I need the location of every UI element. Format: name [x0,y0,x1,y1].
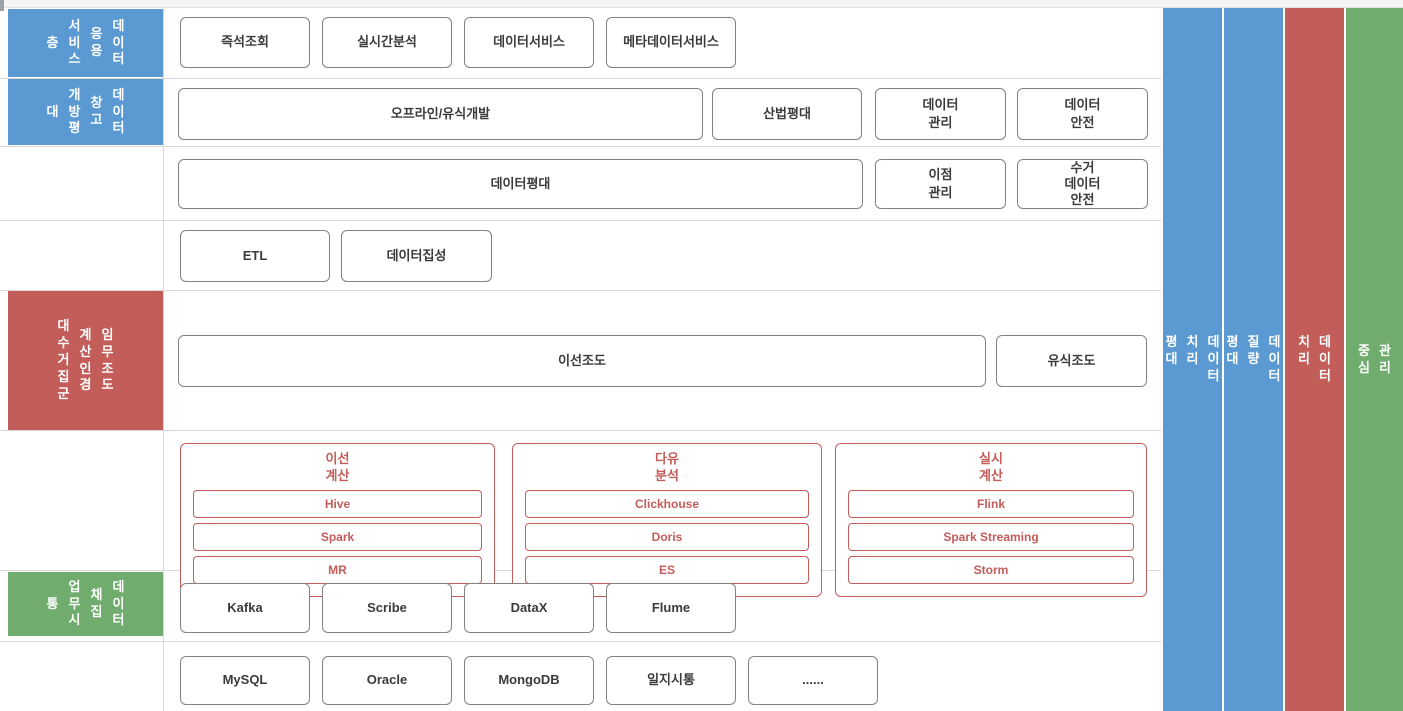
vertical-text-column: 창고 [90,95,103,127]
vertical-text-column: 층 [46,34,59,50]
node-instant-query: 즉석조회 [180,17,310,68]
row-label-data-warehouse-open-platform: 대 개방평 창고 데이터 [8,79,163,145]
row-divider [0,146,1161,147]
vertical-text: 치리 데이터 [1297,334,1332,385]
vertical-text-column: 통 [46,595,59,611]
vertical-text-column: 채집 [90,587,103,619]
node-more-sources: ...... [748,656,878,705]
node-oracle: Oracle [322,656,452,705]
vertical-text-column: 평대 [1165,334,1178,367]
node-advantage-management: 이점 관리 [875,159,1006,209]
node-realtime-analysis: 실시간분석 [322,17,452,68]
vertical-text-column: 대 [46,103,59,119]
node-offline-scheduling: 이선조도 [178,335,986,387]
row-divider [0,430,1161,431]
node-data-service: 데이터서비스 [464,17,594,68]
vertical-text: 평대 치리 데이터 [1165,334,1221,385]
vertical-text-column: 개방평 [68,86,81,136]
vertical-text-column: 임무조도 [101,326,114,393]
node-data-integration: 데이터집성 [341,230,492,282]
row-label-task-scheduling-compute-engine-cluster: 대수거집군 계산인경 임무조도 [8,291,163,430]
vertical-text: 중심 관리 [1357,343,1392,377]
node-log-system: 일지시통 [606,656,736,705]
row-divider [0,290,1161,291]
engine-storm: Storm [848,555,1134,584]
vertical-text: 평대 질량 데이터 [1226,334,1282,385]
engine-hive: Hive [193,489,482,518]
node-data-security: 데이터 안전 [1017,88,1148,140]
vertical-text-column: 데이터 [1207,334,1220,383]
engine-es: ES [525,555,809,584]
node-datax: DataX [464,583,594,633]
vertical-text-column: 데이터 [112,17,125,67]
row-divider [0,220,1161,221]
label-column-divider [163,8,164,711]
group-realtime-compute: 실시 계산 Flink Spark Streaming Storm [835,443,1147,597]
side-bar-data-processing: 치리 데이터 [1285,8,1344,711]
node-mongodb: MongoDB [464,656,594,705]
engine-spark: Spark [193,522,482,551]
side-bar-data-governance-platform: 평대 치리 데이터 [1163,8,1222,711]
vertical-text-column: 응용 [90,26,103,58]
node-offline-stream-development: 오프라인/유식개발 [178,88,703,140]
vertical-text-column: 중심 [1358,342,1370,375]
engine-mr: MR [193,555,482,584]
vertical-text-column: 대수거집군 [57,318,70,401]
row-label-data-application-service-layer: 층 서비스 응용 데이터 [8,9,163,77]
group-multidimensional-analysis: 다유 분석 Clickhouse Doris ES [512,443,822,597]
vertical-text-column: 서비스 [68,17,81,67]
vertical-text-column: 업무시 [68,578,81,628]
node-data-management: 데이터 관리 [875,88,1006,140]
vertical-text-column: 치리 [1186,334,1199,367]
node-metadata-service: 메타데이터서비스 [606,17,736,68]
vertical-text-column: 평대 [1226,334,1239,367]
vertical-text-column: 데이터 [1268,334,1281,383]
corner-mark [0,0,4,11]
node-data-platform: 데이터평대 [178,159,863,209]
node-collected-data-security: 수거 데이터 안전 [1017,159,1148,209]
group-title: 이선 계산 [325,451,350,483]
engine-clickhouse: Clickhouse [525,489,809,518]
vertical-text-column: 관리 [1379,342,1391,375]
side-bar-management-center: 중심 관리 [1346,8,1403,711]
node-kafka: Kafka [180,583,310,633]
vertical-text-column: 데이터 [112,86,125,136]
group-offline-compute: 이선 계산 Hive Spark MR [180,443,495,597]
row-divider [0,641,1161,642]
side-bar-data-quality-platform: 평대 질량 데이터 [1224,8,1283,711]
engine-flink: Flink [848,489,1134,518]
vertical-text-column: 계산인경 [79,326,92,393]
vertical-text-column: 데이터 [112,578,125,628]
node-etl: ETL [180,230,330,282]
vertical-text-column: 치리 [1298,334,1310,367]
row-divider [0,78,1161,79]
vertical-text-column: 질량 [1247,334,1260,367]
engine-spark-streaming: Spark Streaming [848,522,1134,551]
top-strip [0,0,1403,8]
node-mysql: MySQL [180,656,310,705]
group-title: 실시 계산 [979,451,1003,483]
group-title: 다유 분석 [655,451,679,483]
row-label-business-system-data-collection: 통 업무시 채집 데이터 [8,572,163,636]
node-algorithm-platform: 산법평대 [712,88,862,140]
node-scribe: Scribe [322,583,452,633]
node-flume: Flume [606,583,736,633]
vertical-text-column: 데이터 [1319,334,1331,383]
node-stream-scheduling: 유식조도 [996,335,1147,387]
engine-doris: Doris [525,522,809,551]
